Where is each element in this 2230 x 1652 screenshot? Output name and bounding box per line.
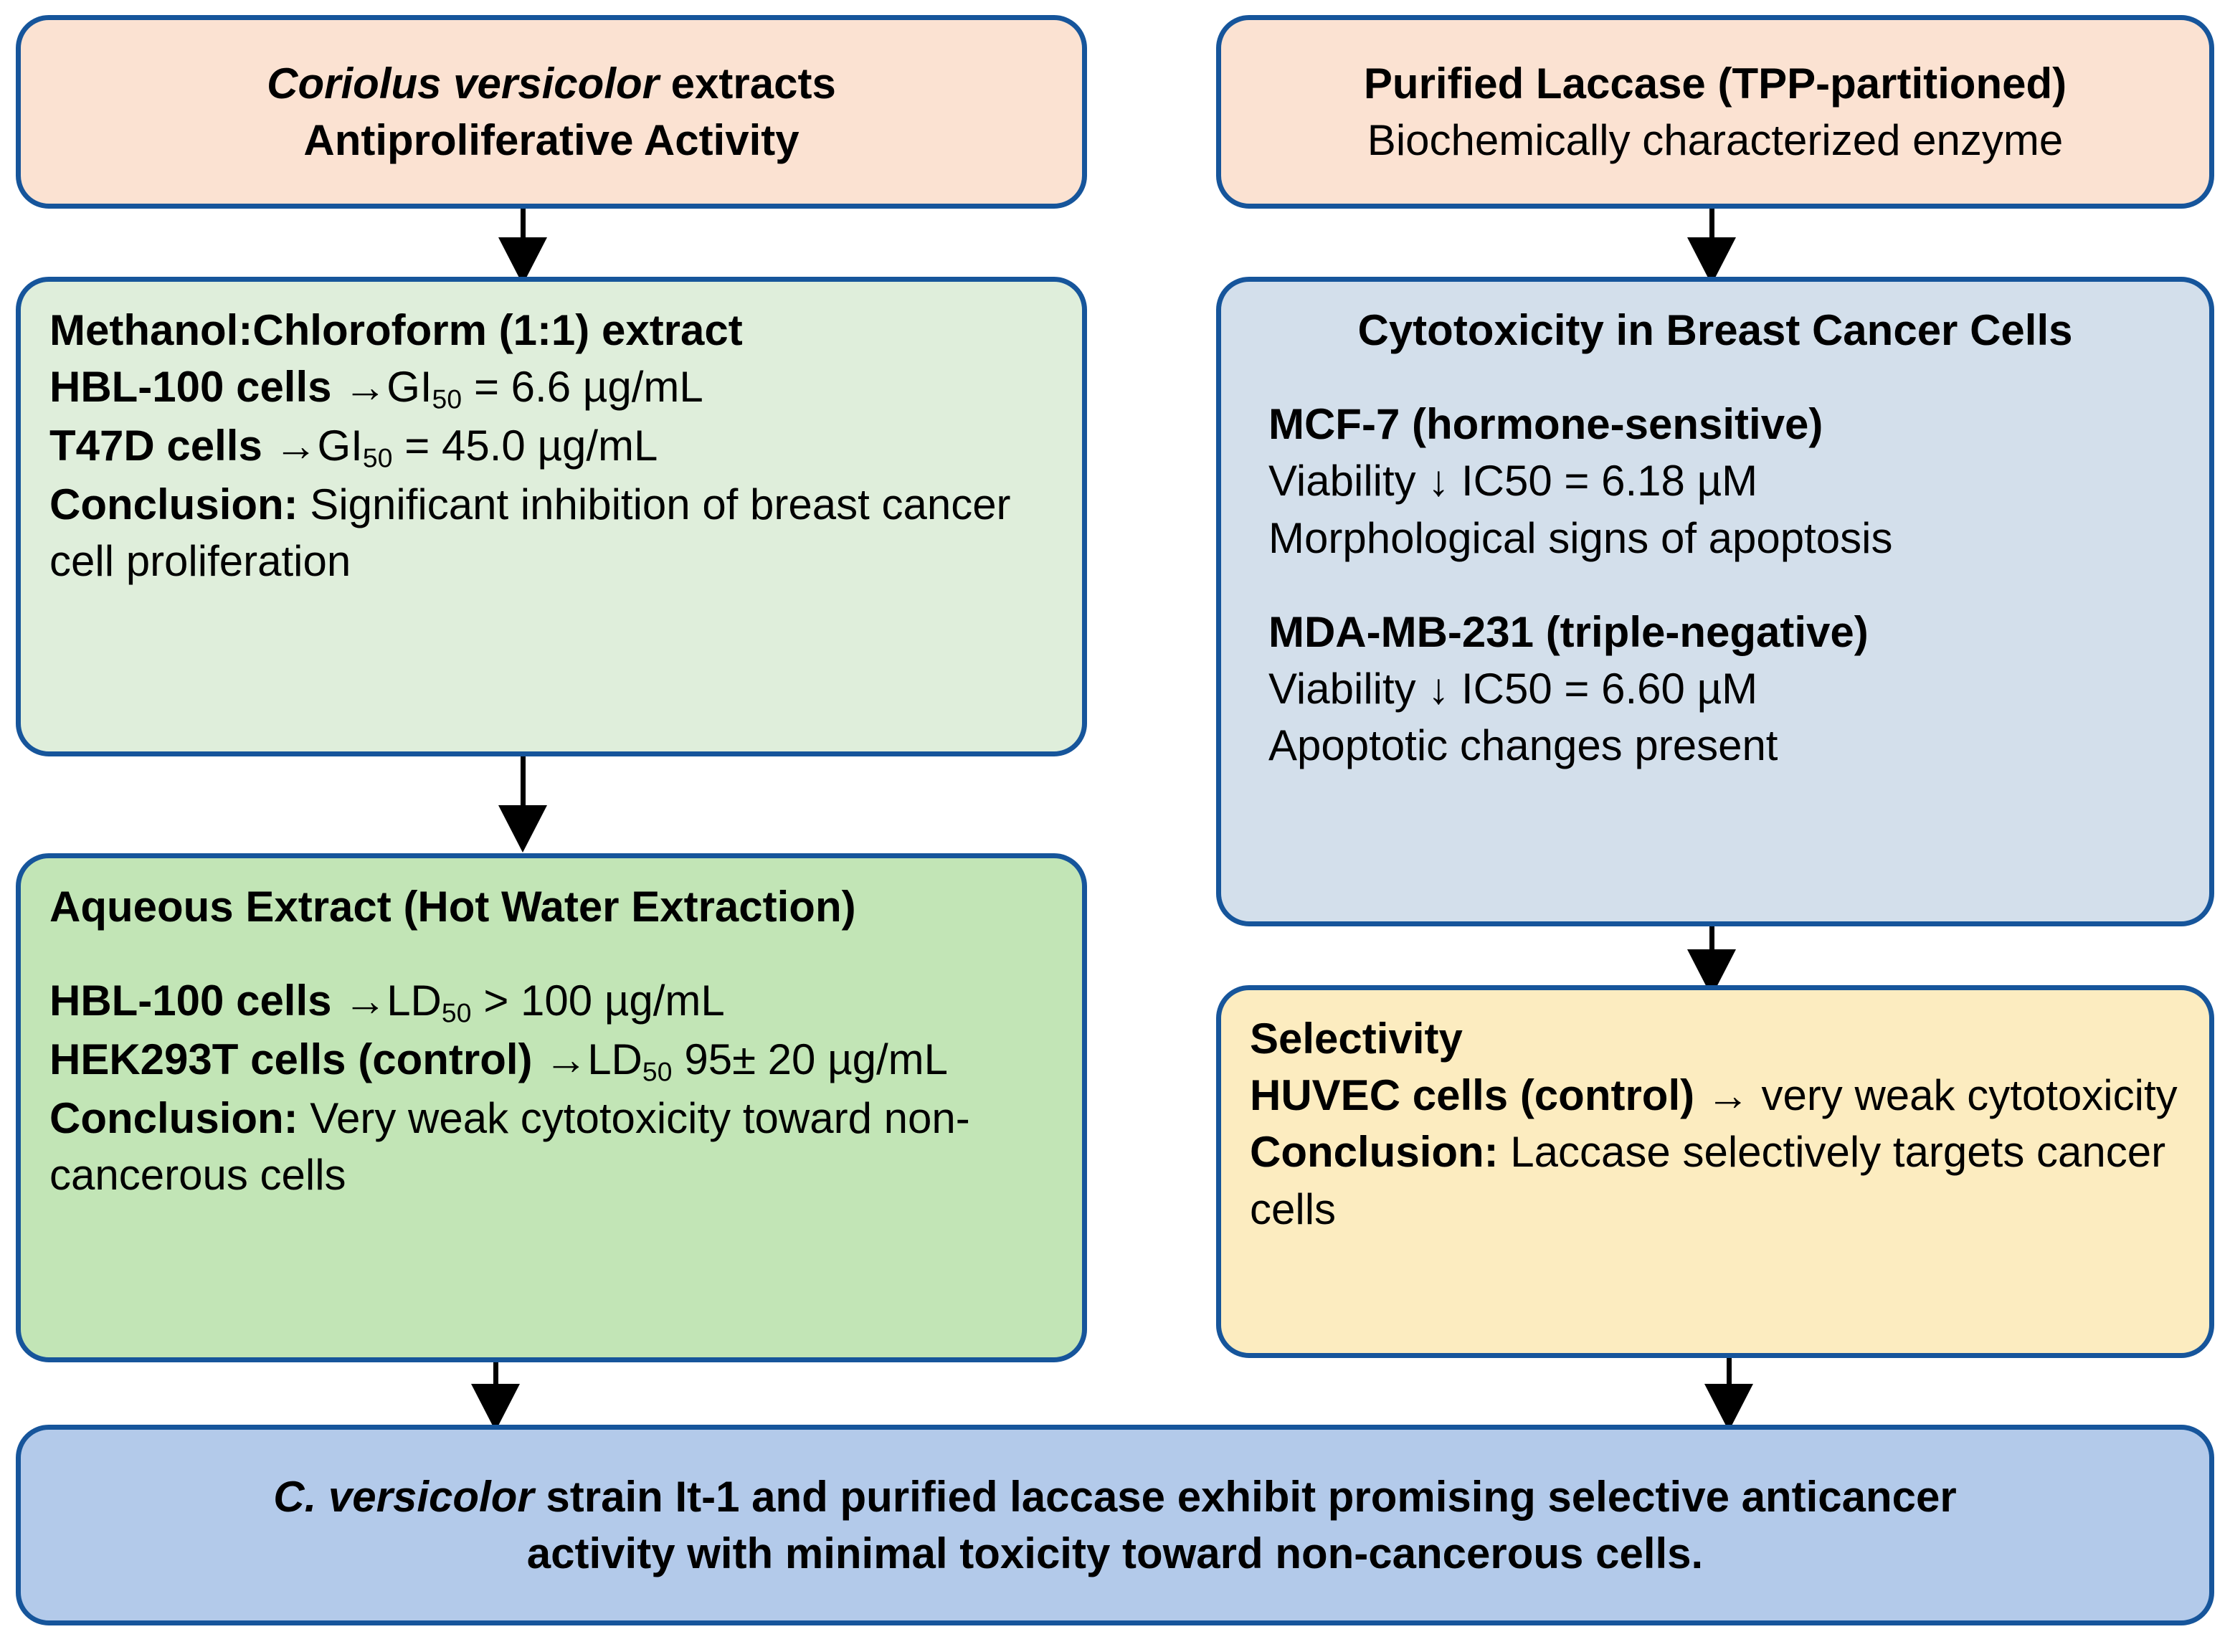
cytotoxicity-title-spacer [1250, 359, 2181, 396]
coriolus-species-name: Coriolus versicolor [267, 59, 659, 108]
selectivity-box-title: Selectivity [1250, 1015, 1463, 1063]
arrow-glyph-icon: → [1706, 1071, 1750, 1120]
cytotoxicity-mcf7-note: Morphological signs of apoptosis [1268, 513, 1893, 562]
aqueous-hbl100-metric: LD [386, 977, 442, 1025]
arrow-cytotoxicity-to-selectivity [1686, 926, 1736, 997]
arrow-methanol-to-aqueous [498, 756, 547, 853]
cytotoxicity-mdamb231-title: MDA-MB-231 (triple-negative) [1268, 607, 1869, 656]
aqueous-title-spacer [49, 935, 1053, 972]
cytotoxicity-midsection-spacer [1250, 566, 2181, 604]
cytotoxicity-box-title: Cytotoxicity in Breast Cancer Cells [1357, 306, 2073, 354]
summary-line2: activity with minimal toxicity toward no… [526, 1529, 1704, 1577]
methanol-conclusion-label: Conclusion: [49, 480, 298, 528]
arrow-selectivity-to-summary [1704, 1358, 1753, 1431]
selectivity-conclusion-text: Laccase selectively targets cancer cells [1250, 1128, 2166, 1233]
arrow-glyph-icon: → [343, 977, 387, 1025]
coriolus-header-line1-rest: extracts [659, 59, 836, 108]
methanol-t47d-subscript: 50 [362, 442, 393, 473]
aqueous-hek293t-metric: LD [587, 1035, 642, 1083]
arrow-glyph-icon: → [274, 421, 318, 470]
selectivity-huvec-row: HUVEC cells (control) → very weak cytoto… [1250, 1067, 2181, 1124]
coriolus-header-line1: Coriolus versicolor extracts [49, 55, 1053, 112]
selectivity-huvec-value: very weak cytotoxicity [1749, 1071, 2178, 1120]
methanol-conclusion-text: Significant inhibition of breast cancer … [49, 480, 1011, 585]
aqueous-conclusion-text: Very weak cytotoxicity toward non-cancer… [49, 1093, 970, 1199]
methanol-hbl100-metric: GI [386, 363, 432, 412]
aqueous-hbl100-subscript: 50 [441, 997, 472, 1028]
cytotoxicity-mdamb231-viability: Viability ↓ IC50 = 6.60 µM [1268, 664, 1758, 713]
selectivity-conclusion: Conclusion: Laccase selectively targets … [1250, 1124, 2181, 1237]
methanol-box-title: Methanol:Chloroform (1:1) extract [49, 306, 743, 354]
arrow-laccase-to-cytotoxicity [1686, 209, 1736, 285]
methanol-conclusion: Conclusion: Significant inhibition of br… [49, 476, 1053, 589]
cytotoxicity-mcf7-title: MCF-7 (hormone-sensitive) [1268, 400, 1823, 449]
arrow-header-to-methanol [498, 209, 547, 285]
cytotoxicity-mdamb231-note: Apoptotic changes present [1268, 721, 1778, 770]
aqueous-hek293t-row: HEK293T cells (control) →LD50 95± 20 µg/… [49, 1031, 1053, 1090]
methanol-hbl100-label: HBL-100 cells [49, 363, 344, 412]
methanol-hbl100-subscript: 50 [432, 384, 462, 414]
aqueous-box-title: Aqueous Extract (Hot Water Extraction) [49, 883, 856, 931]
aqueous-hek293t-label: HEK293T cells (control) [49, 1035, 545, 1083]
aqueous-hek293t-subscript: 50 [642, 1056, 673, 1087]
arrow-glyph-icon: → [343, 363, 387, 412]
box-coriolus-extracts-header: Coriolus versicolor extracts Antiprolife… [16, 15, 1087, 209]
summary-line1: C. versicolor strain It-1 and purified l… [49, 1468, 2181, 1525]
box-selectivity: Selectivity HUVEC cells (control) → very… [1216, 985, 2214, 1358]
coriolus-header-line2: Antiproliferative Activity [303, 116, 800, 164]
laccase-header-line2: Biochemically characterized enzyme [1367, 116, 2064, 164]
aqueous-conclusion-label: Conclusion: [49, 1093, 298, 1142]
methanol-hbl100-value: = 6.6 µg/mL [462, 363, 703, 412]
laccase-header-line1: Purified Laccase (TPP-partitioned) [1363, 59, 2067, 108]
box-purified-laccase-header: Purified Laccase (TPP-partitioned) Bioch… [1216, 15, 2214, 209]
aqueous-hek293t-value: 95± 20 µg/mL [672, 1035, 949, 1083]
aqueous-hbl100-value: > 100 µg/mL [471, 977, 725, 1025]
box-methanol-chloroform-extract: Methanol:Chloroform (1:1) extract HBL-10… [16, 277, 1087, 756]
arrow-glyph-icon: → [544, 1035, 588, 1083]
methanol-hbl100-row: HBL-100 cells →GI50 = 6.6 µg/mL [49, 359, 1053, 417]
methanol-t47d-value: = 45.0 µg/mL [392, 421, 658, 470]
methanol-t47d-label: T47D cells [49, 421, 275, 470]
aqueous-conclusion: Conclusion: Very weak cytotoxicity towar… [49, 1090, 1053, 1203]
selectivity-huvec-label: HUVEC cells (control) [1250, 1071, 1707, 1120]
aqueous-hbl100-label: HBL-100 cells [49, 977, 344, 1025]
box-overall-conclusion: C. versicolor strain It-1 and purified l… [16, 1425, 2214, 1625]
methanol-t47d-row: T47D cells →GI50 = 45.0 µg/mL [49, 417, 1053, 476]
aqueous-hbl100-row: HBL-100 cells →LD50 > 100 µg/mL [49, 972, 1053, 1031]
summary-line1-rest: strain It-1 and purified laccase exhibit… [533, 1472, 1957, 1521]
summary-species-name: C. versicolor [273, 1472, 534, 1521]
selectivity-conclusion-label: Conclusion: [1250, 1128, 1499, 1177]
box-cytotoxicity-breast-cancer: Cytotoxicity in Breast Cancer Cells MCF-… [1216, 277, 2214, 926]
box-aqueous-extract: Aqueous Extract (Hot Water Extraction) H… [16, 853, 1087, 1362]
cytotoxicity-mcf7-viability: Viability ↓ IC50 = 6.18 µM [1268, 457, 1758, 505]
methanol-t47d-metric: GI [317, 421, 363, 470]
